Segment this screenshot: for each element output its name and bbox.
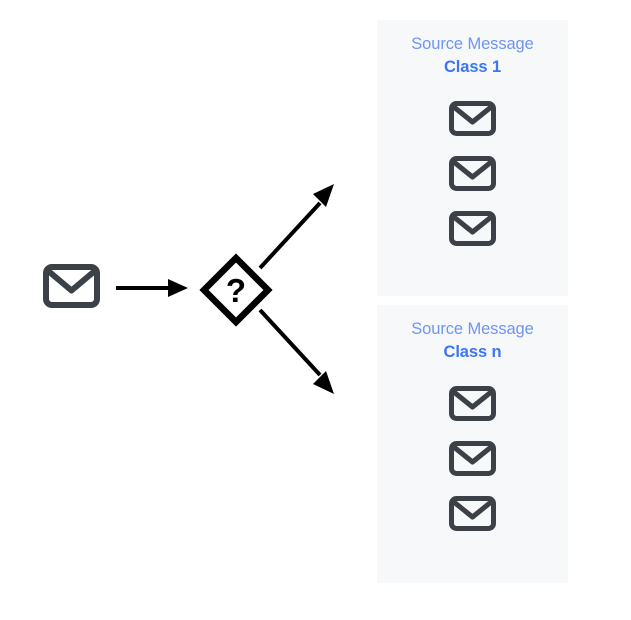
class-panel-n: Source Message Class n	[377, 305, 568, 583]
class-1-message-envelope-icon	[449, 156, 496, 191]
class-n-message-envelope-icon	[449, 496, 496, 531]
class-panel-1: Source Message Class 1	[377, 20, 568, 296]
class-panel-1-subtitle: Class 1	[443, 58, 502, 76]
class-panel-1-title: Source Message	[411, 35, 534, 53]
classifier-question-mark-label: ?	[226, 272, 246, 309]
class-panel-n-title: Source Message	[411, 320, 534, 338]
arrow-to-classifier-icon	[112, 272, 194, 304]
class-1-message-envelope-icon	[449, 211, 496, 246]
class-1-message-envelope-icon	[449, 101, 496, 136]
class-panel-n-subtitle: Class n	[443, 343, 502, 361]
class-panel-1-message-list	[449, 101, 496, 246]
class-n-message-envelope-icon	[449, 441, 496, 476]
classifier-decision-node[interactable]: ?	[199, 253, 273, 327]
class-n-message-envelope-icon	[449, 386, 496, 421]
class-panel-n-message-list	[449, 386, 496, 531]
source-message-envelope-icon	[43, 264, 100, 308]
